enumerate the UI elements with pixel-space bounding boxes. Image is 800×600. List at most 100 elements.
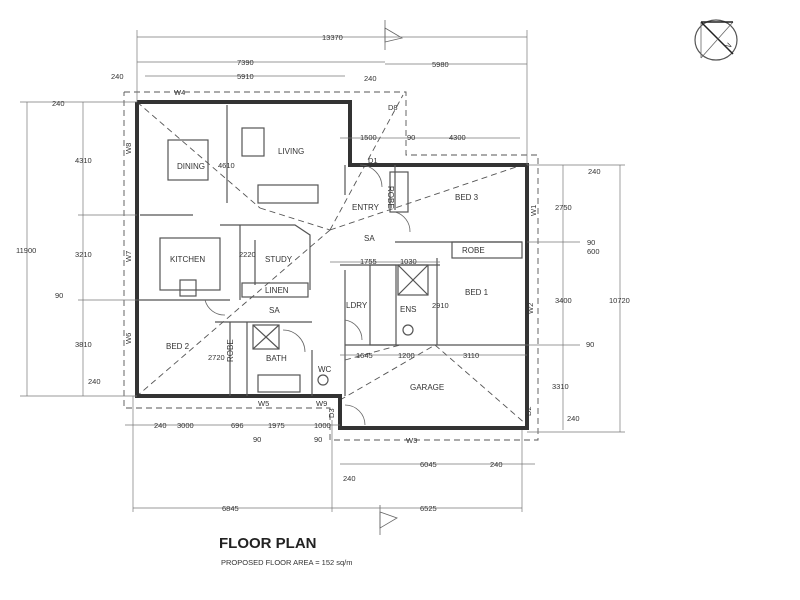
toilet: [317, 374, 329, 386]
opening-code: W5: [258, 399, 269, 408]
dimension-lines: [20, 30, 625, 512]
opening-code: D2: [524, 406, 533, 416]
room-label-ldry: LDRY: [346, 301, 368, 310]
door-swing: [394, 211, 411, 233]
opening-code: D8: [388, 103, 398, 112]
dimension-label: 240: [111, 72, 124, 81]
opening-code: W9: [316, 399, 327, 408]
floor-area-subtitle: PROPOSED FLOOR AREA = 152 sq/m: [221, 558, 353, 567]
dimension-label: 90: [253, 435, 261, 444]
dimension-label: 240: [364, 74, 377, 83]
dimension-label: 240: [154, 421, 167, 430]
room-label-study: STUDY: [265, 255, 293, 264]
dimension-label: 90: [314, 435, 322, 444]
room-label-entry: ENTRY: [352, 203, 380, 212]
room-label-sa2: SA: [269, 306, 280, 315]
opening-code: D3: [327, 408, 336, 418]
room-label-living: LIVING: [278, 147, 304, 156]
room-label-bed2: BED 2: [166, 342, 190, 351]
north-arrow-icon: N: [694, 19, 738, 61]
dimension-label: 3810: [75, 340, 92, 349]
dimension-label: 5980: [432, 60, 449, 69]
door-swing: [344, 404, 366, 426]
north-label: N: [723, 41, 734, 52]
dimension-label: 696: [231, 421, 244, 430]
dimension-label: 90: [55, 291, 63, 300]
room-label-robe1: ROBE: [462, 246, 485, 255]
interior-walls: [137, 105, 527, 426]
door-swing: [359, 164, 383, 188]
dimension-label: 1645: [356, 351, 373, 360]
roof-outline: [123, 91, 539, 441]
dimension-label: 1500: [360, 133, 377, 142]
dimension-label: 1030: [400, 257, 417, 266]
room-label-sa1: SA: [364, 234, 375, 243]
dimension-label: 240: [490, 460, 503, 469]
exterior-walls: [135, 100, 529, 430]
room-labels: DINING LIVING ENTRY BED 3 ROBE SA ROBE B…: [166, 147, 489, 392]
room-label-robe3: ROBE: [386, 186, 395, 209]
door-swing: [282, 329, 306, 353]
page-title: FLOOR PLAN: [219, 535, 317, 552]
section-marker-icon: [379, 20, 404, 535]
opening-code: D1: [368, 156, 378, 165]
dimension-label: 240: [343, 474, 356, 483]
dimension-label: 2220: [239, 250, 256, 259]
opening-code: W6: [124, 333, 133, 344]
room-label-ens: ENS: [400, 305, 416, 314]
dimension-label: 4610: [218, 161, 235, 170]
opening-code: W2: [526, 303, 535, 314]
room-label-robe2: ROBE: [226, 339, 235, 362]
opening-codes: W4 D8 D1 W8 W7 W6 W1 W2 D2 W3 W5 W9 D3: [124, 88, 538, 445]
door-swing: [204, 299, 226, 316]
opening-code: W1: [529, 205, 538, 216]
dimension-label: 1755: [360, 257, 377, 266]
dimension-label: 600: [587, 247, 600, 256]
opening-code: W7: [124, 251, 133, 262]
door-swing: [344, 319, 363, 341]
sofa: [257, 184, 319, 204]
dimension-label: 3110: [463, 351, 479, 360]
dimension-label: 10720: [609, 296, 630, 305]
dimension-label: 3400: [555, 296, 572, 305]
dimension-label: 2910: [432, 301, 449, 310]
dimension-label: 240: [88, 377, 101, 386]
dimension-label: 3000: [177, 421, 194, 430]
room-label-dining: DINING: [177, 162, 205, 171]
room-label-kitchen: KITCHEN: [170, 255, 205, 264]
opening-code: W8: [124, 143, 133, 154]
opening-code: W3: [406, 436, 417, 445]
dimension-label: 4300: [449, 133, 466, 142]
dimension-label: 6845: [222, 504, 239, 513]
dimension-label: 90: [586, 340, 594, 349]
room-label-linen: LINEN: [265, 286, 289, 295]
room-label-bath: BATH: [266, 354, 287, 363]
room-label-wc: WC: [318, 365, 332, 374]
room-label-bed1: BED 1: [465, 288, 489, 297]
dimension-label: 5910: [237, 72, 254, 81]
dimension-label: 6045: [420, 460, 437, 469]
dimension-label: 90: [407, 133, 415, 142]
dimension-label: 240: [588, 167, 601, 176]
room-label-bed3: BED 3: [455, 193, 479, 202]
dimension-label: 13370: [322, 33, 343, 42]
dimension-label: 240: [52, 99, 65, 108]
dimension-label: 3310: [552, 382, 569, 391]
opening-code: W4: [174, 88, 185, 97]
dimension-label: 2720: [208, 353, 225, 362]
dimension-label: 1975: [268, 421, 285, 430]
dimension-label: 11900: [16, 246, 36, 255]
dimension-label: 3210: [75, 250, 92, 259]
armchair: [241, 127, 265, 157]
dimension-label: 7390: [237, 58, 254, 67]
dimension-label: 1200: [398, 351, 415, 360]
room-label-garage: GARAGE: [410, 383, 444, 392]
dimension-label: 90: [587, 238, 595, 247]
dimension-label: 2750: [555, 203, 572, 212]
dining-table: [167, 139, 209, 181]
dimension-label: 6525: [420, 504, 437, 513]
dimension-label: 1000: [314, 421, 331, 430]
toilet: [402, 324, 414, 336]
dimension-label: 240: [567, 414, 580, 423]
